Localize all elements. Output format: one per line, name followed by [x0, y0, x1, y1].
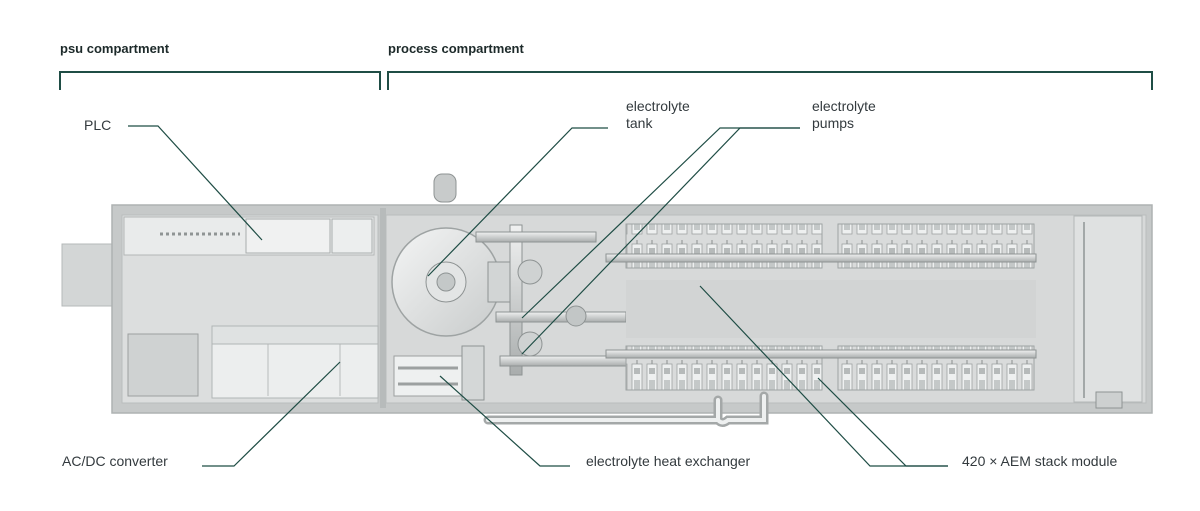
- plc-panel: [245, 218, 331, 254]
- pumps-label-line1: electrolyte: [812, 98, 876, 114]
- valve-1: [565, 305, 587, 327]
- psu-compartment-title: psu compartment: [60, 41, 170, 56]
- end-fitting: [1095, 391, 1123, 409]
- tank-dome: [433, 173, 457, 203]
- end-cabinet: [1073, 215, 1143, 403]
- external-pipe-highlight: [486, 394, 766, 425]
- pipe-vertical: [509, 224, 523, 376]
- leader-stack-2: [699, 285, 948, 467]
- psu-bracket: [59, 71, 381, 90]
- process-compartment-title: process compartment: [388, 41, 524, 56]
- heat-exchanger-label: electrolyte heat exchanger: [586, 453, 751, 469]
- stack-manifold-lower: [605, 349, 1037, 359]
- stack-label: 420 × AEM stack module: [962, 453, 1118, 469]
- leader-pumps-2: [521, 127, 800, 319]
- compartment-wall: [380, 208, 386, 408]
- pump-2: [517, 331, 543, 357]
- stack-manifold-upper: [605, 253, 1037, 263]
- pumps-label-line2: pumps: [812, 115, 855, 131]
- tank-label: electrolyte tank: [626, 98, 690, 132]
- plc-label: PLC: [84, 117, 112, 133]
- vent-grille: [127, 333, 199, 397]
- hx-body: [461, 345, 485, 401]
- leader-plc: [128, 125, 263, 241]
- pipe-horizontal-top: [475, 231, 597, 243]
- converter-label: AC/DC converter: [62, 453, 168, 469]
- process-bracket: [387, 71, 1153, 90]
- converter-top: [211, 325, 379, 345]
- leader-converter: [202, 361, 341, 467]
- pumps-label: electrolyte pumps: [812, 98, 876, 132]
- leader-tank: [427, 127, 608, 277]
- tank-label-line2: tank: [626, 115, 653, 131]
- tank-label-line1: electrolyte: [626, 98, 690, 114]
- heat-exchanger: [393, 355, 463, 397]
- stack-mid-aisle: [626, 280, 1036, 338]
- leader-heat-exchanger: [439, 375, 570, 467]
- ventilation-unit: [61, 243, 115, 307]
- plc-panel-2: [331, 218, 373, 254]
- pump-1: [517, 259, 543, 285]
- tank-hatch-inner: [436, 272, 456, 292]
